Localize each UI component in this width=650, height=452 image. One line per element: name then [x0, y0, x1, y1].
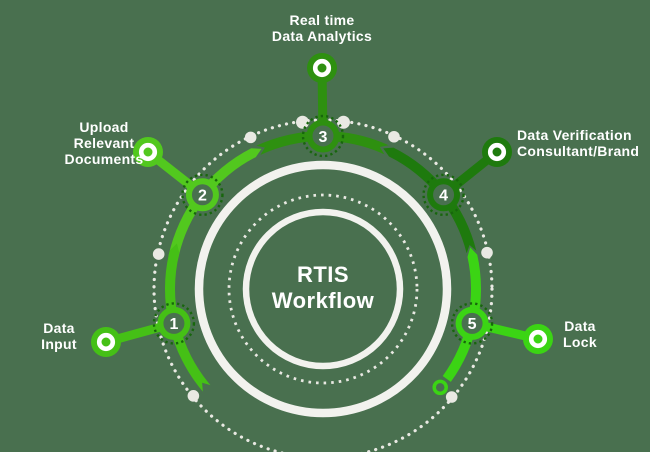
progress-dot	[336, 115, 350, 129]
step-2-badge	[185, 178, 219, 212]
progress-dot	[388, 130, 400, 143]
step-4-number: 4	[439, 188, 448, 205]
step-3-number: 3	[319, 129, 328, 146]
progress-dot	[152, 248, 165, 260]
arc-segment-step-3	[256, 131, 389, 155]
tail-ring-end	[432, 379, 448, 396]
marker-ring-icon	[312, 58, 332, 78]
step-5-tick-ring	[450, 302, 494, 345]
marker-step-2	[133, 137, 163, 167]
step-5-number: 5	[468, 316, 477, 333]
marker-ring-icon	[138, 142, 158, 162]
step-3-badge	[306, 119, 340, 153]
inner-dotted-circle	[227, 193, 419, 385]
step-4-badge	[427, 178, 461, 212]
step-2-number: 2	[198, 188, 207, 205]
marker-step-5	[523, 324, 553, 354]
marker-step-1	[91, 327, 121, 357]
step-2-tick-ring	[181, 173, 224, 217]
step-3-tick-ring	[301, 114, 345, 158]
label-step-2-upload-documents: Upload Relevant Documents	[64, 119, 144, 167]
step-1-number: 1	[169, 316, 178, 333]
marker-step-4	[482, 137, 512, 167]
progress-dot	[296, 115, 310, 129]
progress-dot	[481, 246, 493, 259]
label-step-4-data-verification: Data Verification Consultant/Brand	[517, 127, 640, 159]
label-step-3-real-time-analytics: Real time Data Analytics	[271, 12, 373, 44]
progress-dot	[244, 131, 257, 144]
marker-step-3	[307, 53, 337, 83]
marker-ring-icon	[528, 329, 548, 349]
progress-dot	[445, 391, 458, 403]
label-step-5-data-lock: Data Lock	[563, 318, 597, 350]
label-step-1-data-input: Data Input	[41, 320, 77, 352]
marker-ring-icon	[96, 332, 116, 352]
step-1-tick-ring	[152, 302, 196, 345]
diagram-title: RTIS Workflow	[271, 262, 375, 313]
thick-white-circle	[194, 160, 452, 418]
center-circle	[242, 208, 404, 370]
marker-ring-icon	[487, 142, 507, 162]
step-4-tick-ring	[422, 173, 465, 217]
arc-segment-step-4	[383, 147, 477, 254]
step-5-badge	[455, 306, 489, 340]
step-1-badge	[157, 306, 191, 340]
arc-segment-step-5	[442, 247, 481, 382]
progress-dot	[187, 390, 200, 402]
